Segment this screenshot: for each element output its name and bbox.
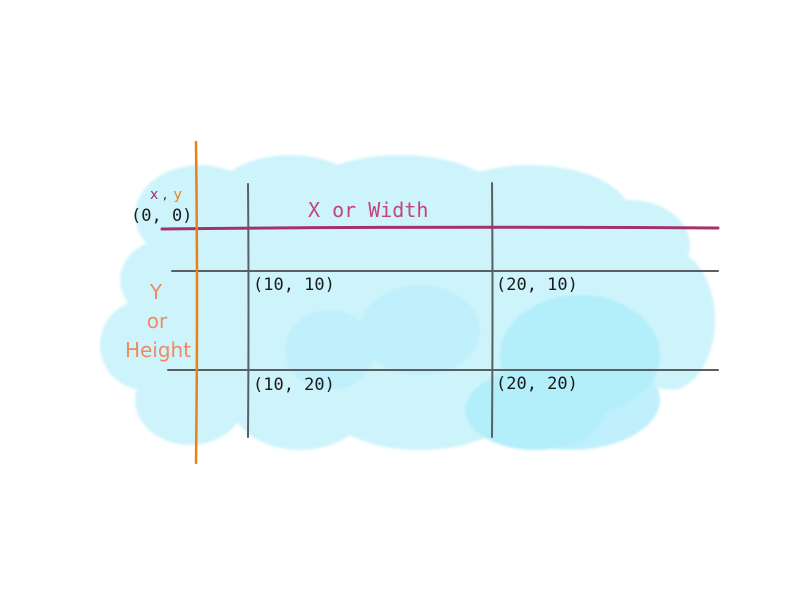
origin-coordinate-label: (0, 0)	[131, 206, 192, 226]
point-labels: (10, 10) (20, 10) (10, 20) (20, 20)	[253, 275, 578, 395]
y-axis-label-line-1: Y	[149, 280, 163, 304]
cloud-background	[100, 155, 715, 450]
point-label-10-20: (10, 20)	[253, 375, 335, 395]
legend-y-label: y	[174, 187, 182, 203]
y-axis-line	[194, 140, 199, 465]
y-axis-label: Y or Height	[125, 280, 191, 362]
x-axis-label: X or Width	[308, 198, 428, 222]
y-axis-label-line-3: Height	[125, 338, 191, 362]
point-label-10-10: (10, 10)	[253, 275, 335, 295]
grid-line-x-10	[247, 183, 250, 438]
legend-comma: ,	[163, 187, 167, 203]
legend-x-label: x	[150, 187, 158, 203]
grid-line-y-20	[167, 368, 719, 371]
cloud-base-shape	[100, 155, 715, 450]
point-label-20-20: (20, 20)	[496, 374, 578, 394]
grid-line-x-20	[491, 182, 494, 438]
y-axis-label-line-2: or	[147, 309, 168, 333]
grid-lines	[167, 182, 719, 438]
cloud-dark-shape	[465, 295, 660, 450]
grid-line-y-10	[171, 269, 719, 272]
point-label-20-10: (20, 10)	[496, 275, 578, 295]
x-axis-line	[160, 225, 720, 231]
legend-labels: x , y	[150, 187, 182, 203]
